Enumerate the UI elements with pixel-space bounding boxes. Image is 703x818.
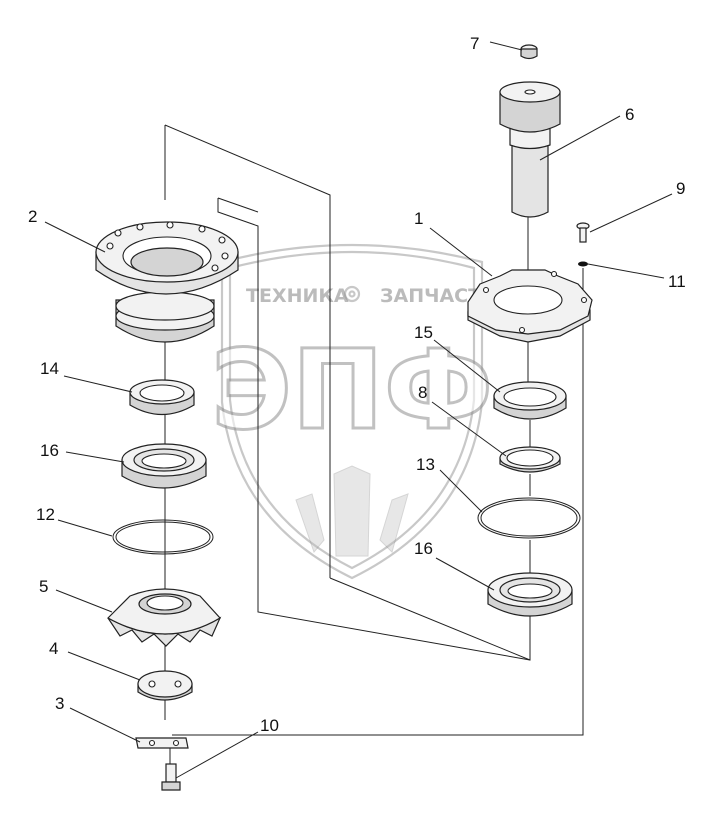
wheat-icon [295, 465, 409, 557]
callout-4: 4 [49, 639, 58, 658]
callout-3: 3 [55, 694, 64, 713]
callout-7: 7 [470, 34, 479, 53]
part-11-washer [578, 261, 588, 267]
gear-icon [343, 285, 361, 303]
part-5-bevel-gear [107, 588, 222, 647]
assembly-lines [164, 124, 584, 770]
part-16-bearing-left [121, 443, 207, 489]
watermark: ТЕХНИКА ЗАПЧАСТИ ЭПФ [210, 243, 497, 580]
watermark-text-left: ТЕХНИКА [246, 285, 349, 307]
callout-13: 13 [416, 455, 435, 474]
part-1-flange [467, 269, 593, 343]
part-4-washer-plate [137, 670, 193, 701]
callout-15: 15 [414, 323, 433, 342]
callout-2: 2 [28, 207, 37, 226]
watermark-letters: ЭПФ [211, 326, 493, 454]
callout-5: 5 [39, 577, 48, 596]
part-13-o-ring [477, 497, 581, 539]
part-16-bearing-right [487, 572, 573, 617]
callout-9: 9 [676, 179, 685, 198]
part-7-plug [520, 44, 538, 60]
callout-10: 10 [260, 716, 279, 735]
callout-12: 12 [36, 505, 55, 524]
part-6-splined-shaft [499, 81, 561, 218]
leader-lines [44, 41, 673, 779]
callout-1: 1 [414, 209, 423, 228]
callout-16-right: 16 [414, 539, 433, 558]
callout-labels: 1 2 3 4 5 6 7 8 9 10 11 12 13 14 15 16 1… [28, 34, 686, 735]
callout-6: 6 [625, 105, 634, 124]
part-15-seal-ring [493, 381, 567, 420]
part-3-lock-plate [135, 737, 189, 749]
part-2-hub-housing [95, 221, 239, 343]
part-8-spacer-ring [499, 446, 561, 473]
part-14-seal [129, 379, 195, 415]
part-9-screw [576, 222, 590, 243]
callout-14: 14 [40, 359, 59, 378]
callout-11: 11 [668, 272, 686, 291]
part-10-bolt [161, 763, 181, 791]
callout-8: 8 [418, 383, 427, 402]
part-12-o-ring [112, 519, 214, 555]
callout-16-left: 16 [40, 441, 59, 460]
